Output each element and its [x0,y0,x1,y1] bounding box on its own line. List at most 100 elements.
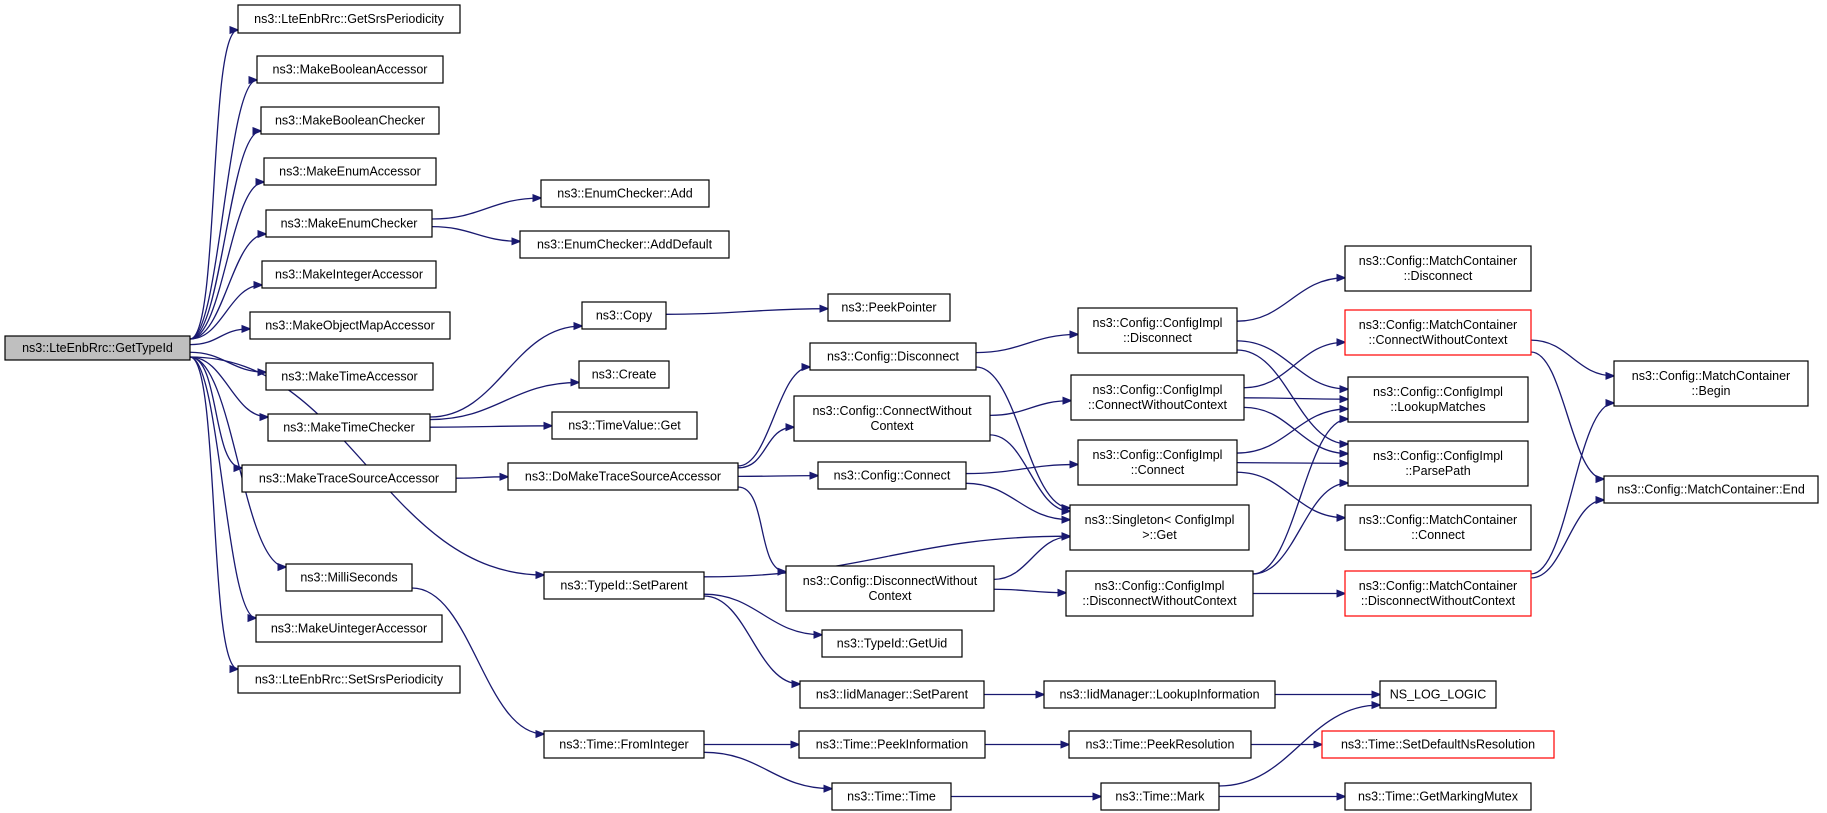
node-label-mcDisc-line2: ::Disconnect [1404,269,1473,283]
node-mcBegin[interactable]: ns3::Config::MatchContainer::Begin [1613,360,1809,407]
node-label-mktimeacc: ns3::MakeTimeAccessor [281,370,417,384]
node-enumadd[interactable]: ns3::EnumChecker::Add [540,179,710,208]
node-mark[interactable]: ns3::Time::Mark [1100,782,1220,811]
node-implConnWo[interactable]: ns3::Config::ConfigImpl::ConnectWithoutC… [1070,374,1245,421]
node-cfgconnwo[interactable]: ns3::Config::ConnectWithoutContext [793,395,991,442]
node-peekres[interactable]: ns3::Time::PeekResolution [1068,730,1252,759]
node-box-mktimechk [267,413,431,442]
node-mkboolchk[interactable]: ns3::MakeBooleanChecker [260,106,440,135]
node-box-tvget [551,411,698,440]
node-label-getuid: ns3::TypeId::GetUid [837,637,948,651]
node-label-parsepath-line2: ::ParsePath [1405,464,1470,478]
node-label-mcBegin-line1: ns3::Config::MatchContainer [1632,369,1790,383]
node-mcDiscWo[interactable]: ns3::Config::MatchContainer::DisconnectW… [1344,570,1532,617]
node-millis[interactable]: ns3::MilliSeconds [285,563,413,592]
node-mktrace[interactable]: ns3::MakeTraceSourceAccessor [241,464,457,493]
node-mcConnWo[interactable]: ns3::Config::MatchContainer::ConnectWith… [1344,309,1532,356]
node-peekptr[interactable]: ns3::PeekPointer [827,293,951,322]
node-label-cfgdiscwo-line1: ns3::Config::DisconnectWithout [803,574,978,588]
edge-implConnWo-to-lookupmatches [1243,398,1348,399]
edge-mcDiscWo-to-mcBegin [1530,403,1614,575]
node-lookupmatches[interactable]: ns3::Config::ConfigImpl::LookupMatches [1347,376,1529,423]
edge-root-to-getsrs [189,30,238,340]
node-box-implConn [1077,439,1238,486]
node-box-setsrs [237,665,461,694]
edge-mktimechk-to-create [429,382,579,421]
node-enumadddef[interactable]: ns3::EnumChecker::AddDefault [519,230,730,259]
node-mkboolacc[interactable]: ns3::MakeBooleanAccessor [256,55,444,84]
node-box-getsrs [237,4,461,34]
node-implDiscWo[interactable]: ns3::Config::ConfigImpl::DisconnectWitho… [1065,570,1254,617]
edge-root-to-mkuint [189,356,256,618]
node-setsrs[interactable]: ns3::LteEnbRrc::SetSrsPeriodicity [237,665,461,694]
node-label-lookupmatches-line1: ns3::Config::ConfigImpl [1373,385,1503,399]
node-getuid[interactable]: ns3::TypeId::GetUid [821,629,963,658]
node-label-setparent: ns3::TypeId::SetParent [560,579,688,593]
node-mkobjmap[interactable]: ns3::MakeObjectMapAccessor [249,311,451,340]
node-mktimechk[interactable]: ns3::MakeTimeChecker [267,413,431,442]
node-implDisc[interactable]: ns3::Config::ConfigImpl::Disconnect [1077,307,1238,354]
node-implConn[interactable]: ns3::Config::ConfigImpl::Connect [1077,439,1238,486]
node-mkenumchk[interactable]: ns3::MakeEnumChecker [265,209,433,238]
edge-root-to-mkboolchk [189,131,261,340]
node-timetime[interactable]: ns3::Time::Time [831,782,952,811]
node-label-singleton-line1: ns3::Singleton< ConfigImpl [1085,513,1235,527]
node-label-implConnWo-line2: ::ConnectWithoutContext [1088,398,1227,412]
node-label-mcBegin-line2: ::Begin [1692,384,1731,398]
node-box-lookupinfo [1043,680,1276,709]
node-mcDisc[interactable]: ns3::Config::MatchContainer::Disconnect [1344,245,1532,292]
node-cfgdisc[interactable]: ns3::Config::Disconnect [809,342,977,371]
node-box-implConnWo [1070,374,1245,421]
node-label-tvget: ns3::TimeValue::Get [568,419,681,433]
node-box-setdefres [1321,730,1555,759]
node-setdefres[interactable]: ns3::Time::SetDefaultNsResolution [1321,730,1555,759]
node-lookupinfo[interactable]: ns3::IidManager::LookupInformation [1043,680,1276,709]
node-mkenumacc[interactable]: ns3::MakeEnumAccessor [263,157,437,186]
node-create[interactable]: ns3::Create [578,360,670,389]
node-label-mktimechk: ns3::MakeTimeChecker [283,421,415,435]
edge-cfgdisc-to-implDisc [975,334,1078,354]
node-iidsetparent[interactable]: ns3::IidManager::SetParent [799,680,985,709]
node-box-create [578,360,670,389]
node-label-millis: ns3::MilliSeconds [300,571,397,585]
node-frominteger[interactable]: ns3::Time::FromInteger [543,730,705,759]
node-box-copy [581,301,667,330]
node-label-cfgconnwo-line1: ns3::Config::ConnectWithout [812,404,972,418]
node-label-implConn-line2: ::Connect [1131,463,1185,477]
edge-cfgdiscwo-to-singleton [993,537,1070,580]
node-box-cfgconnwo [793,395,991,442]
node-tvget[interactable]: ns3::TimeValue::Get [551,411,698,440]
node-cfgdiscwo[interactable]: ns3::Config::DisconnectWithoutContext [785,565,995,612]
node-domktrace[interactable]: ns3::DoMakeTraceSourceAccessor [507,462,739,491]
node-box-mktimeacc [265,362,434,391]
node-box-mkobjmap [249,311,451,340]
node-box-root [4,335,191,361]
node-root[interactable]: ns3::LteEnbRrc::GetTypeId [4,335,191,361]
node-label-mkboolchk: ns3::MakeBooleanChecker [275,114,425,128]
edge-mcConnWo-to-mcBegin [1530,339,1614,376]
node-getsrs[interactable]: ns3::LteEnbRrc::GetSrsPeriodicity [237,4,461,34]
node-box-mkuint [255,614,443,643]
node-parsepath[interactable]: ns3::Config::ConfigImpl::ParsePath [1347,440,1529,487]
node-cfgconn[interactable]: ns3::Config::Connect [817,461,967,490]
node-peekinfo[interactable]: ns3::Time::PeekInformation [798,730,986,759]
node-getmutex[interactable]: ns3::Time::GetMarkingMutex [1344,782,1532,811]
node-mcEnd[interactable]: ns3::Config::MatchContainer::End [1603,475,1819,504]
node-label-cfgconnwo-line2: Context [870,419,914,433]
node-mkintacc[interactable]: ns3::MakeIntegerAccessor [261,260,437,289]
edge-cfgconn-to-singleton [965,482,1070,519]
node-mktimeacc[interactable]: ns3::MakeTimeAccessor [265,362,434,391]
node-box-peekptr [827,293,951,322]
node-copy[interactable]: ns3::Copy [581,301,667,330]
node-singleton[interactable]: ns3::Singleton< ConfigImpl>::Get [1069,504,1250,551]
node-box-setparent [543,571,705,600]
node-label-mkboolacc: ns3::MakeBooleanAccessor [273,63,428,77]
edge-domktrace-to-cfgconn [737,476,818,477]
node-nslog[interactable]: NS_LOG_LOGIC [1379,680,1497,709]
node-box-implDiscWo [1065,570,1254,617]
node-mcConn[interactable]: ns3::Config::MatchContainer::Connect [1344,504,1532,551]
edge-millis-to-frominteger [411,587,544,734]
node-box-mcBegin [1613,360,1809,407]
node-setparent[interactable]: ns3::TypeId::SetParent [543,571,705,600]
node-mkuint[interactable]: ns3::MakeUintegerAccessor [255,614,443,643]
